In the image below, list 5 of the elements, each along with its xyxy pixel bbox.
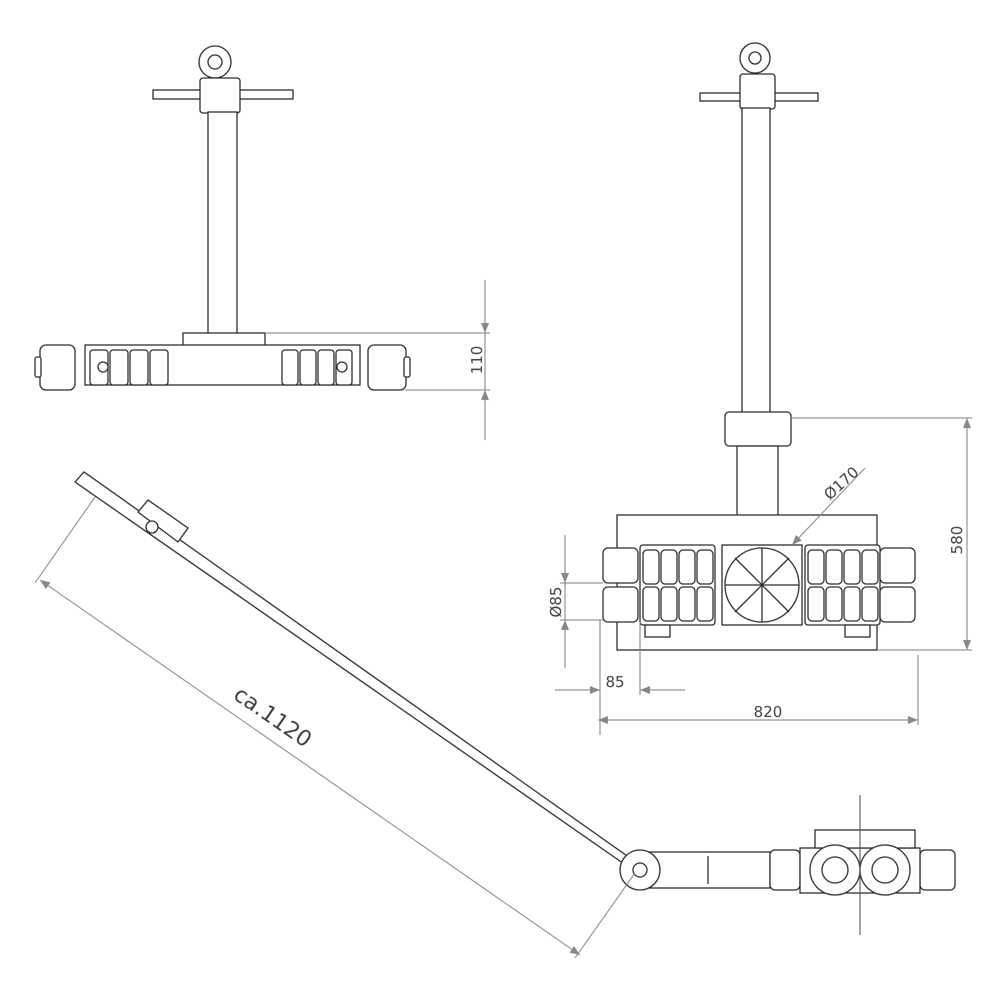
dimension-value: 820: [754, 703, 782, 722]
dimension-value: 580: [948, 526, 966, 554]
dimension-value: Ø85: [547, 586, 566, 618]
dimension-value: 85: [605, 673, 625, 692]
dimension-value: 110: [468, 346, 486, 374]
